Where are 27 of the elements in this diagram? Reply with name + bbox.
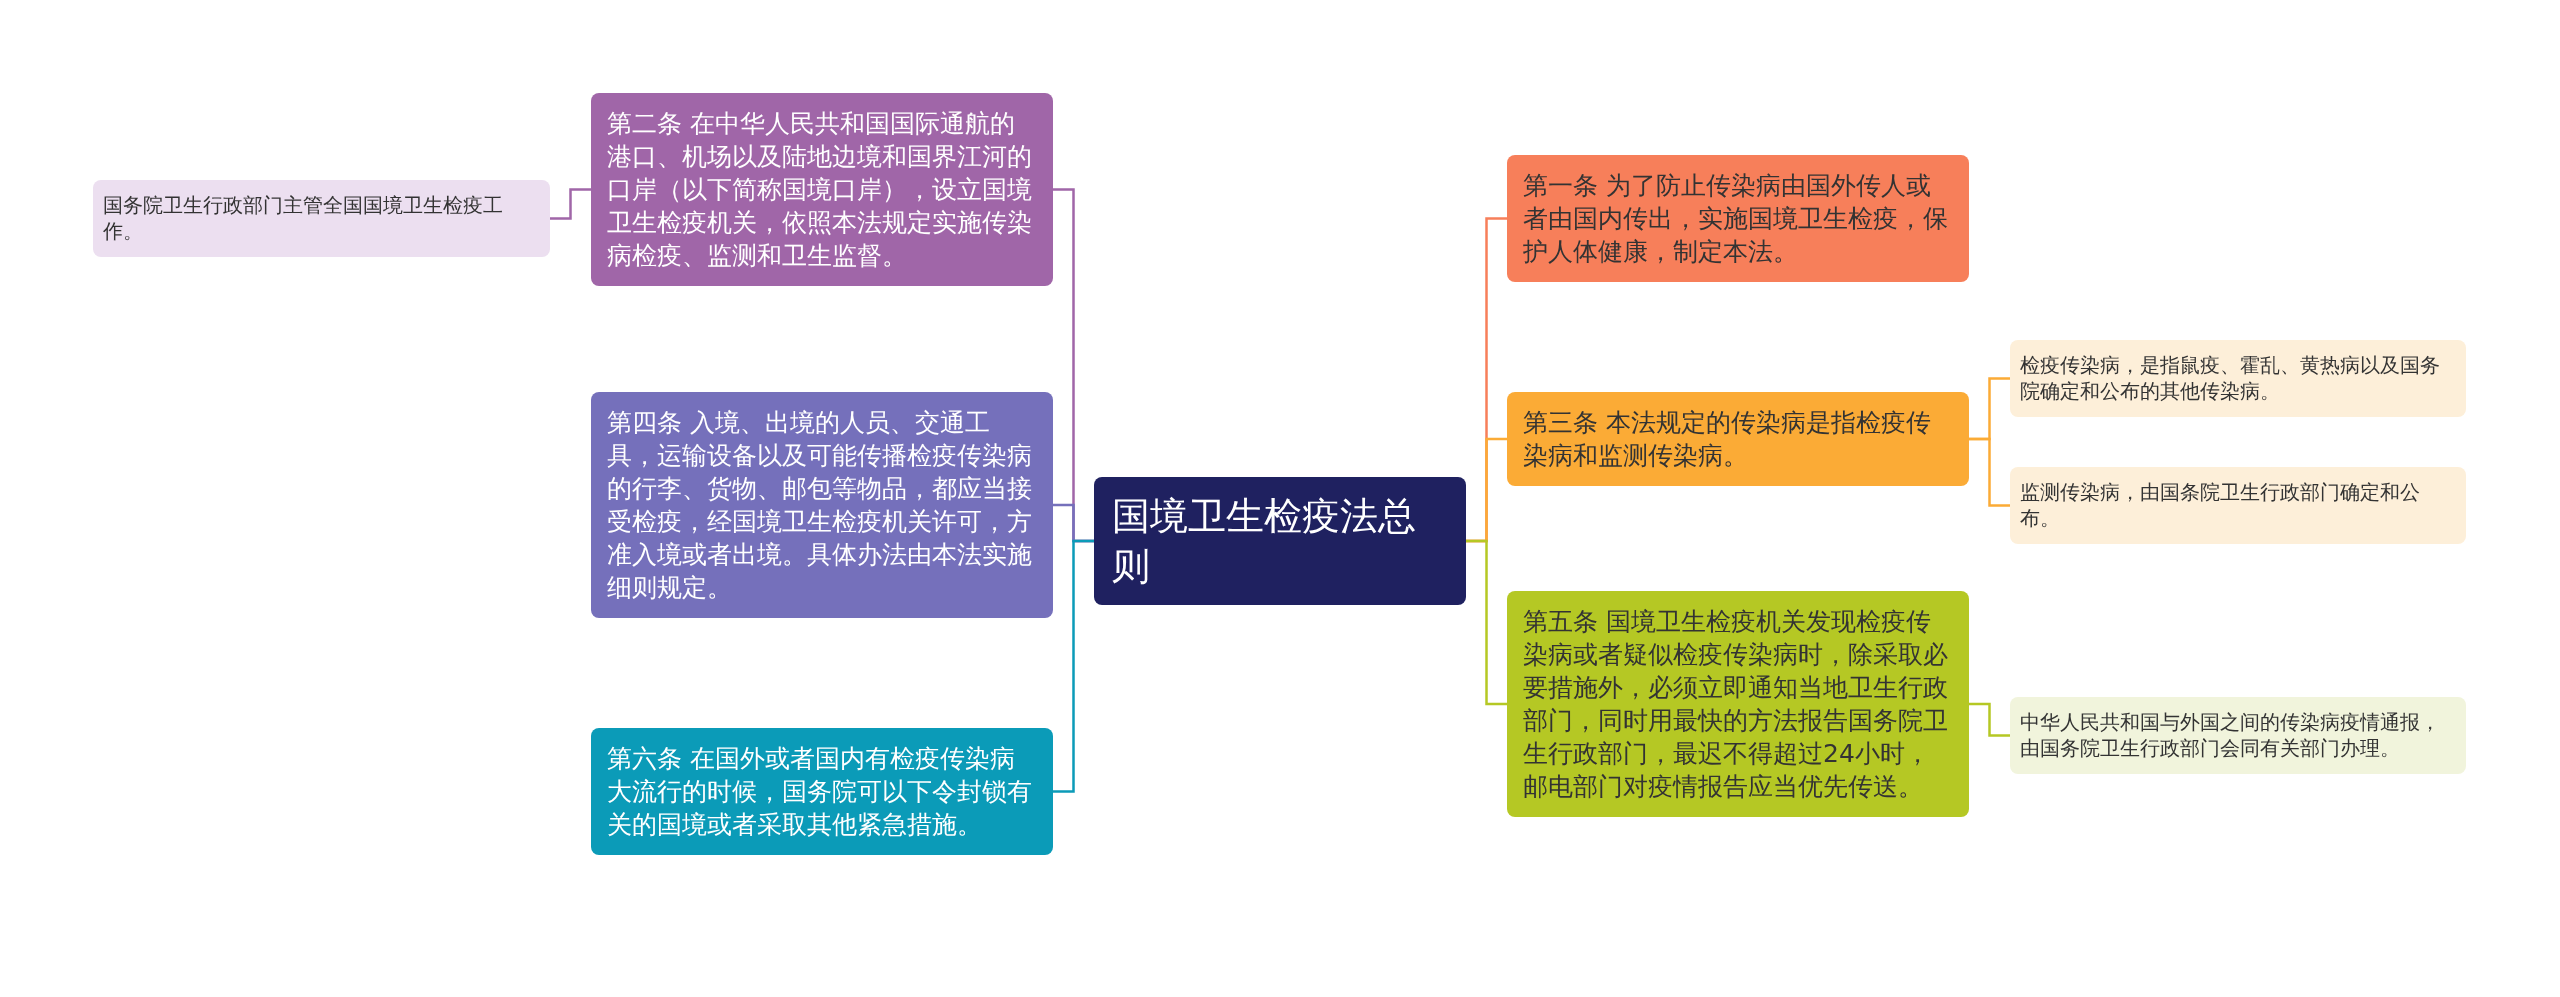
node-text: 第五条 国境卫生检疫机关发现检疫传染病或者疑似检疫传染病时，除采取必要措施外，必须立即通知当地卫生行政部门，同时用最快的方法报告国务院卫生行政部门，最迟不得超过24小时，邮电部门对疫情报告应当优先传送。 [1523, 606, 1949, 803]
node-text: 第二条 在中华人民共和国国际通航的港口、机场以及陆地边境和国界江河的口岸（以下简称国境口岸），设立国境卫生检疫机关，依照本法规定实施传染病检疫、监测和卫生监督。 [607, 108, 1033, 272]
node-text: 中华人民共和国与外国之间的传染病疫情通报，由国务院卫生行政部门会同有关部门办理。 [2020, 709, 2441, 762]
node-text: 第三条 本法规定的传染病是指检疫传染病和监测传染病。 [1523, 407, 1932, 472]
node-text: 第一条 为了防止传染病由国外传人或者由国内传出，实施国境卫生检疫，保护人体健康，制定本法。 [1523, 170, 1949, 268]
node-text: 第六条 在国外或者国内有检疫传染病大流行的时候，国务院可以下令封锁有关的国境或者采取其他紧急措施。 [607, 743, 1033, 841]
connector-line [1466, 539, 1507, 706]
node-text: 监测传染病，由国条院卫生行政部门确定和公布。 [2020, 479, 2421, 532]
root-box [1094, 477, 1466, 606]
topic-box [1507, 392, 1969, 486]
node-text: 检疫传染病，是指鼠疫、霍乱、黄热病以及国务院确定和公布的其他传染病。 [2020, 352, 2441, 405]
node-text: 国境卫生检疫法总则 [1112, 493, 1417, 591]
connector-line [550, 188, 591, 220]
node-text: 国务院卫生行政部门主管全国国境卫生检疫工作。 [103, 192, 504, 245]
subtopic-box [2010, 467, 2466, 544]
topic-box [591, 728, 1053, 855]
topic-box [591, 392, 1053, 618]
subtopic-box [2010, 697, 2466, 774]
node-text: 第四条 入境、出境的人员、交通工具，运输设备以及可能传播检疫传染病的行李、货物、邮包等物品，都应当接受检疫，经国境卫生检疫机关许可，方准入境或者出境。具体办法由本法实施细则规定。 [607, 407, 1033, 604]
connector-line [1053, 539, 1094, 793]
connector-line [1969, 702, 2010, 737]
subtopic-box [93, 180, 550, 257]
topic-box [591, 93, 1053, 286]
topic-box [1507, 155, 1969, 282]
topic-box [1507, 591, 1969, 817]
subtopic-box [2010, 340, 2466, 417]
connector-line [1969, 437, 2010, 507]
